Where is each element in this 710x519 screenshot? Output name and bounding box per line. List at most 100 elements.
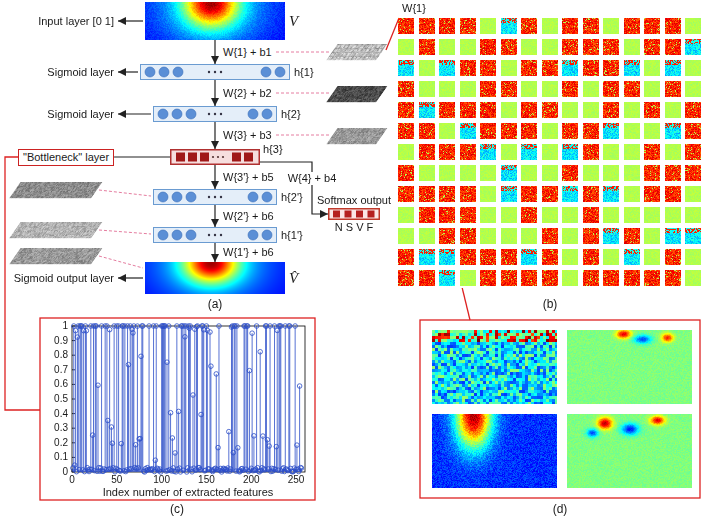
box-shape <box>140 64 290 80</box>
stem-line <box>246 326 247 472</box>
stem-line <box>142 326 143 472</box>
axis-tick-label: 0.1 <box>54 451 68 463</box>
stem-marker <box>216 445 221 450</box>
stem-line <box>141 356 142 472</box>
shape <box>172 192 182 202</box>
stem-line <box>231 327 232 472</box>
stem-line <box>261 471 262 472</box>
stem-marker <box>194 324 199 329</box>
stem-line <box>130 326 131 472</box>
box-shape <box>153 106 277 122</box>
stem-marker <box>208 330 213 335</box>
stem-line <box>132 329 133 472</box>
shape <box>154 190 277 205</box>
stem-marker <box>272 324 277 329</box>
shape <box>158 230 168 240</box>
box-shape <box>170 149 260 165</box>
stem-line <box>119 471 120 472</box>
stem-marker <box>140 324 145 329</box>
stem-marker <box>71 324 76 329</box>
stem-line <box>93 326 94 472</box>
stem-line <box>149 326 150 472</box>
axis-tick-label: 0.4 <box>54 408 68 420</box>
stem-line <box>278 470 279 472</box>
shape <box>214 196 216 198</box>
stem-marker <box>287 324 292 329</box>
weight-label: W{2} + b2 <box>221 87 274 100</box>
stem-marker <box>84 328 89 333</box>
dashed-link <box>99 190 151 196</box>
stem-line <box>118 326 119 472</box>
stem-line <box>296 445 297 472</box>
shape <box>173 67 183 77</box>
stem-line <box>127 326 128 472</box>
stem-line <box>265 326 266 472</box>
output-title: Softmax output <box>317 194 391 207</box>
shape <box>188 153 197 162</box>
class-labels: N S V F <box>335 221 374 234</box>
axis-tick-label: 0.9 <box>54 335 68 347</box>
axis-tick-label: 0.3 <box>54 422 68 434</box>
stem-line <box>120 471 121 473</box>
layer-caption: Sigmoid layer <box>47 66 114 79</box>
shape <box>186 192 196 202</box>
shape <box>261 67 271 77</box>
stem-marker <box>247 368 252 373</box>
stem-line <box>111 427 112 472</box>
weight-texture <box>9 248 102 264</box>
stem-line <box>235 326 236 472</box>
stem-line <box>95 326 96 472</box>
stem-marker <box>175 324 180 329</box>
shape <box>208 71 210 73</box>
stem-line <box>75 331 76 472</box>
stem-line <box>178 411 179 472</box>
box-shape <box>328 208 380 220</box>
stem-line <box>116 326 117 472</box>
zoomed-weight-map <box>567 414 692 488</box>
shape <box>172 230 182 240</box>
stem-marker <box>235 324 240 329</box>
panel-letter: (c) <box>170 502 184 516</box>
leader-arrows <box>118 21 151 278</box>
stem-line <box>96 326 97 472</box>
shape <box>356 211 363 218</box>
shape <box>232 153 241 162</box>
stem-marker <box>295 443 300 448</box>
zoomed-weight-map <box>567 330 692 404</box>
stem-marker <box>214 372 219 377</box>
stem-marker <box>254 324 259 329</box>
connector-arrow <box>114 156 170 157</box>
stem-line <box>196 327 197 472</box>
stem-marker <box>195 324 200 329</box>
stem-marker <box>263 324 268 329</box>
stem-line <box>207 330 208 472</box>
stem-line <box>280 326 281 472</box>
stem-line <box>170 413 171 472</box>
stem-marker <box>204 324 209 329</box>
weight-texture <box>326 44 387 60</box>
stem-marker <box>168 410 173 415</box>
input-heatmap: V <box>145 2 285 40</box>
stem-line <box>141 326 142 472</box>
stem-line <box>244 326 245 472</box>
stem-marker <box>96 383 101 388</box>
shape <box>214 71 216 73</box>
stem-marker <box>79 324 84 329</box>
stem-marker <box>73 328 78 333</box>
stem-line <box>194 329 195 472</box>
stem-line <box>124 326 125 472</box>
stem-marker <box>250 331 255 336</box>
stem-marker <box>244 324 249 329</box>
stem-marker <box>176 409 181 414</box>
stem-line <box>77 337 78 472</box>
decoder-layer-box: h{1'} <box>153 227 277 243</box>
axis-tick-label: 0.2 <box>54 437 68 449</box>
stem-line <box>184 326 185 472</box>
stem-line <box>247 326 248 472</box>
shape <box>154 107 277 122</box>
shape <box>141 65 290 80</box>
stem-marker <box>293 324 298 329</box>
panel-letter: (a) <box>208 297 223 311</box>
panel-d-frame <box>420 320 700 498</box>
